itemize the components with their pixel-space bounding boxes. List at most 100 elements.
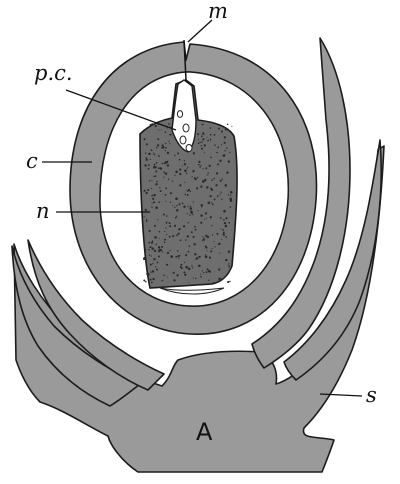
stipple-dot: [196, 176, 199, 179]
stipple-dot: [181, 202, 184, 205]
stipple-dot: [208, 164, 211, 167]
stipple-dot: [151, 194, 153, 197]
stipple-dot: [218, 277, 221, 281]
leader-s: [319, 393, 363, 397]
stipple-dot: [148, 164, 150, 167]
stipple-dot: [145, 157, 148, 159]
stipple-dot: [200, 221, 203, 224]
stipple-dot: [201, 240, 203, 242]
stipple-dot: [145, 143, 148, 146]
stipple-dot: [226, 171, 229, 174]
nucellus-texture: [143, 123, 233, 284]
stipple-dot: [187, 250, 190, 253]
stipple-dot: [198, 255, 201, 258]
stipple-dot: [172, 235, 174, 238]
stipple-dot: [172, 205, 174, 207]
stipple-dot: [219, 252, 221, 254]
stipple-dot: [147, 167, 150, 170]
stipple-dot: [189, 207, 193, 210]
stipple-dot: [148, 254, 151, 256]
stipple-dot: [176, 234, 178, 237]
stipple-dot: [155, 268, 158, 271]
stipple-dot: [219, 194, 221, 196]
stipple-dot: [200, 164, 202, 166]
stipple-dot: [180, 267, 183, 270]
stipple-dot: [205, 271, 208, 274]
sheath-right-inner: [283, 139, 382, 381]
stipple-dot: [148, 152, 151, 156]
stipple-dot: [200, 147, 204, 150]
stipple-dot: [225, 217, 228, 220]
stipple-dot: [229, 151, 231, 153]
stipple-dot: [174, 206, 176, 209]
stipple-dot: [187, 166, 189, 168]
stipple-dot: [205, 217, 207, 219]
stipple-dot: [144, 152, 147, 154]
stipple-dot: [228, 221, 231, 224]
stipple-dot: [224, 224, 228, 228]
stipple-dot: [172, 271, 175, 274]
stipple-dot: [206, 268, 209, 271]
stipple-dot: [148, 248, 150, 251]
stipple-dot: [217, 163, 220, 166]
stipple-dot: [215, 184, 218, 187]
stipple-dot: [188, 281, 190, 283]
stipple-dot: [179, 168, 182, 171]
stipple-dot: [157, 246, 161, 249]
stipple-dot: [203, 218, 205, 220]
stipple-dot: [188, 245, 191, 247]
stipple-dot: [162, 213, 165, 216]
stipple-dot: [200, 214, 203, 217]
stipple-dot: [198, 160, 201, 164]
stipple-dot: [153, 165, 156, 169]
stipple-dot: [230, 191, 233, 194]
stipple-dot: [220, 130, 224, 133]
stipple-dot: [183, 163, 187, 166]
stipple-dot: [158, 248, 160, 250]
stipple-dot: [184, 273, 187, 276]
label-m: m: [208, 0, 228, 23]
stipple-dot: [161, 279, 164, 282]
stipple-dot: [216, 151, 218, 154]
stipple-dot: [157, 255, 160, 258]
stipple-dot: [210, 156, 212, 159]
stipple-dot: [148, 180, 151, 182]
label-s: s: [366, 383, 377, 407]
stipple-dot: [229, 280, 231, 283]
stipple-dot: [166, 233, 168, 236]
stipple-dot: [223, 234, 226, 236]
micropyle: [183, 39, 187, 81]
stipple-dot: [207, 201, 211, 204]
stipple-dot: [223, 221, 227, 225]
stipple-dot: [165, 200, 167, 202]
stipple-dot: [194, 253, 197, 256]
stipple-dot: [164, 238, 167, 241]
stipple-dot: [220, 191, 222, 193]
stipple-dot: [209, 127, 212, 129]
stipple-dot: [145, 220, 148, 223]
stipple-dot: [156, 144, 160, 147]
stipple-dot: [164, 149, 166, 152]
stipple-dot: [163, 162, 166, 165]
stipple-dot: [203, 236, 205, 238]
stipple-dot: [163, 176, 165, 178]
stipple-dot: [220, 278, 223, 280]
stipple-dot: [227, 250, 231, 254]
stipple-dot: [156, 180, 158, 183]
stipple-dot: [211, 234, 214, 236]
stipple-dot: [178, 203, 181, 206]
stipple-dot: [194, 228, 197, 231]
stipple-dot: [202, 238, 206, 241]
stipple-dot: [223, 209, 226, 213]
stipple-dot: [185, 253, 188, 256]
stipple-dot: [192, 201, 194, 203]
stipple-dot: [201, 123, 204, 126]
stipple-dot: [183, 205, 186, 208]
stipple-dot: [166, 276, 169, 278]
stipple-dot: [210, 188, 214, 191]
stipple-dot: [193, 153, 195, 155]
stipple-dot: [174, 216, 177, 219]
stipple-dot: [149, 158, 151, 161]
stipple-dot: [169, 143, 171, 145]
nucellus-base-gap: [159, 287, 225, 295]
